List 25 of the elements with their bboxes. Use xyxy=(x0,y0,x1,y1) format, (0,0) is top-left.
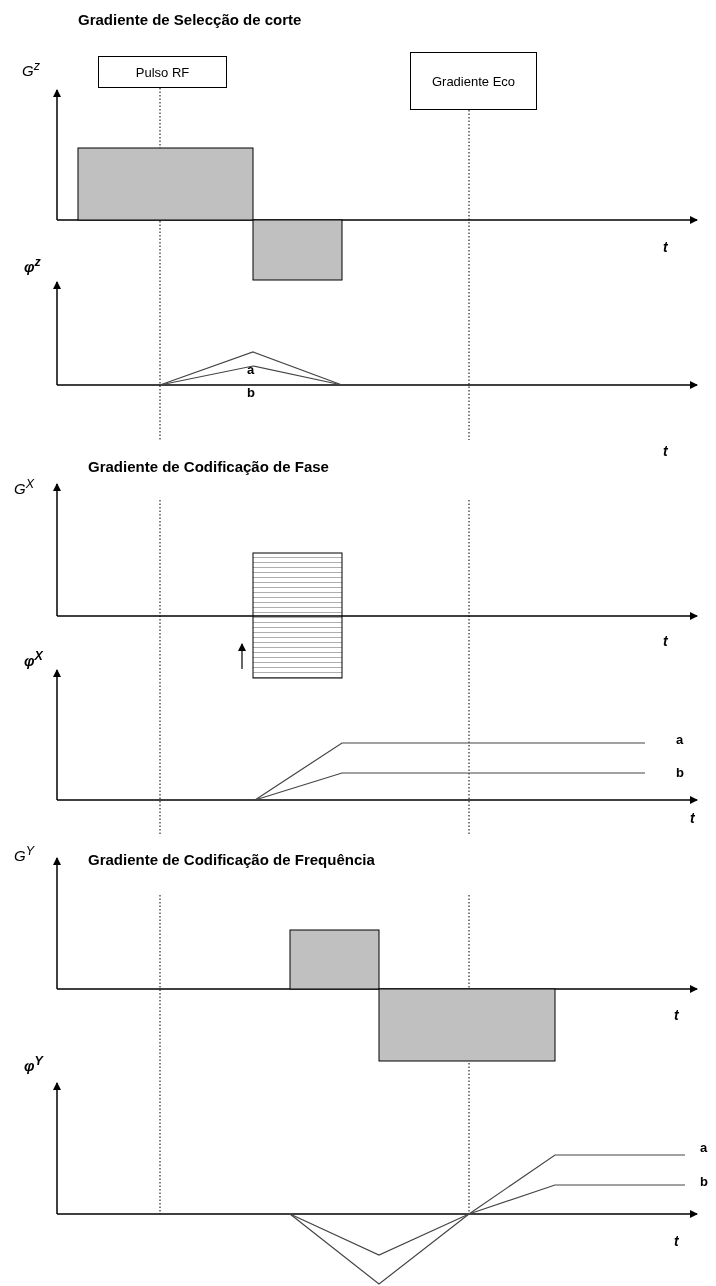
section-title: Gradiente de Codificação de Fase xyxy=(88,459,329,474)
curve-label: b xyxy=(700,1175,708,1188)
label-box xyxy=(98,56,227,88)
axis-label: G$^{Y}$ xyxy=(14,845,34,863)
section-title: Gradiente de Codificação de Frequência xyxy=(88,852,375,867)
curve-label: b xyxy=(247,386,255,399)
axis-label: G$^{z}$ xyxy=(22,60,40,78)
curve-label: a xyxy=(700,1141,708,1154)
axis-label: t xyxy=(663,444,668,458)
box-label: Pulso RF xyxy=(135,64,190,80)
curve-label: b xyxy=(676,766,684,779)
section-title: Gradiente de Selecção de corte xyxy=(78,12,302,27)
axis-label: t xyxy=(674,1234,679,1248)
curve-label: a xyxy=(676,733,684,746)
axis-label: φ$^{Y}$ xyxy=(24,1055,43,1073)
axis-label: φ$^{X}$ xyxy=(24,650,43,668)
box-label: Gradiente Eco xyxy=(431,73,516,89)
axis-label: t xyxy=(674,1008,679,1022)
axis-label: φ$^{z}$ xyxy=(24,256,41,274)
axis-label: t xyxy=(690,811,695,825)
axis-label: t xyxy=(663,634,668,648)
curve-label: a xyxy=(247,363,255,376)
label-box xyxy=(410,52,537,110)
axis-label: G$^{X}$ xyxy=(14,478,34,496)
axis-label: t xyxy=(663,240,668,254)
